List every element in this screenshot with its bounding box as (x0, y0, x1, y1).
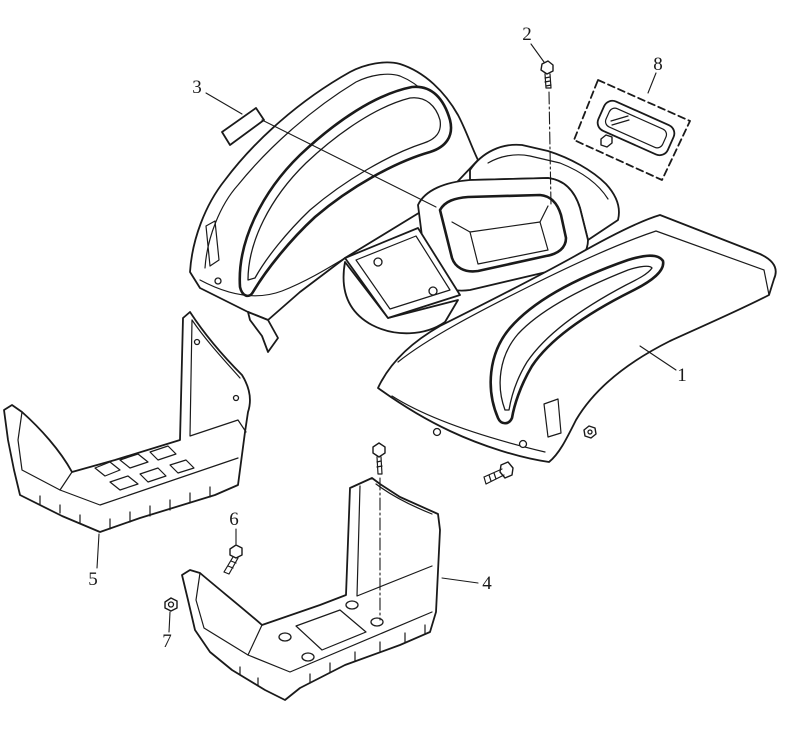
callout-2: 2 (522, 24, 532, 45)
left-fender-top-rim (204, 73, 449, 269)
bolt-head-icon (372, 442, 386, 458)
callout-3: 3 (192, 77, 202, 98)
bolt-shaft (223, 556, 239, 575)
center-basin (342, 261, 459, 335)
right-footrest-floor-hole (370, 617, 384, 627)
tread-block (109, 475, 139, 491)
right-fender-top-rim (397, 230, 770, 363)
right-fender-outline (377, 214, 777, 463)
left-fender-flap (247, 311, 279, 353)
right-footrest-front-lip (195, 572, 263, 656)
left-footrest-front-lip (17, 411, 73, 491)
right-footrest-raised-pad (295, 609, 367, 651)
left-fender-stripe-inner (247, 97, 442, 281)
decal-reference-line (261, 119, 437, 208)
callout-7: 7 (162, 631, 172, 652)
right-fender-mount-hole-left (432, 427, 442, 437)
bolt-2 (540, 60, 554, 89)
left-fender-side-notch (205, 220, 220, 267)
right-footrest-outline (181, 477, 441, 701)
storage-compartment-wall (451, 205, 549, 233)
tread-block (149, 445, 177, 461)
side-bolt (483, 461, 514, 485)
right-footrest-floor-hole (301, 652, 315, 662)
callout-1: 1 (677, 365, 687, 386)
leader-line-3 (205, 92, 243, 115)
decal-label (221, 107, 265, 146)
reflector-lens (604, 107, 668, 149)
leader-line-1 (639, 345, 677, 371)
callout-5: 5 (88, 569, 98, 590)
left-fender-mount-hole (214, 277, 222, 285)
storage-compartment-opening (438, 193, 568, 273)
callout-8: 8 (653, 54, 663, 75)
reflector-stud (610, 115, 630, 126)
bolt-6 (223, 544, 243, 575)
leader-line-7 (168, 611, 171, 633)
left-footrest-panel-hole (193, 338, 201, 346)
center-bolt (372, 442, 386, 475)
right-fender-side-notch (543, 398, 562, 438)
tread-block (119, 453, 149, 469)
rear-rack-ridge (487, 154, 609, 200)
left-footrest-panel-hole (232, 394, 240, 402)
rear-fender-assembly (189, 61, 777, 463)
right-footrest-bottom-ribs (239, 624, 426, 687)
left-footrest-bottom-ribs (39, 486, 211, 530)
nut-bore (587, 429, 593, 435)
deck-hole-left (373, 257, 383, 267)
leader-line-8 (647, 72, 657, 94)
storage-compartment-floor (469, 221, 549, 265)
leader-line-4 (441, 577, 479, 584)
reflector-nut-icon (600, 134, 613, 148)
right-footrest (181, 477, 441, 701)
right-footrest-floor-hole (278, 632, 292, 642)
leader-line-5 (96, 533, 100, 569)
bolt-head-icon (540, 60, 554, 75)
right-fender-mount-hole-right (518, 439, 528, 449)
bolt-head-icon (499, 461, 514, 479)
reflector-body (596, 99, 676, 157)
leader-line-2 (530, 43, 545, 63)
bolt-shaft (376, 456, 383, 475)
bolt-shaft (544, 73, 552, 89)
center-deck-frame (355, 235, 451, 310)
nut-7-bore (167, 601, 175, 608)
left-fender-bottom-rim (199, 257, 346, 297)
bolt-2-axis-line (548, 91, 552, 206)
tread-block (139, 467, 167, 483)
right-fender-stripe-outer (489, 254, 665, 425)
left-fender-stripe-outer (238, 85, 453, 298)
reflector-dashed-box (573, 79, 691, 181)
callout-6: 6 (229, 509, 239, 530)
bolt-head-icon (229, 544, 243, 559)
tread-block (169, 459, 195, 474)
left-footrest-panel-inner (189, 319, 247, 437)
left-footrest (3, 311, 251, 533)
tread-block (94, 461, 121, 477)
right-footrest-floor-edge (247, 611, 433, 673)
callout-4: 4 (482, 573, 492, 594)
left-footrest-floor-edge (59, 457, 239, 506)
reflector-assembly (573, 79, 691, 181)
bolt-shaft (483, 468, 505, 485)
left-footrest-outline (3, 311, 251, 533)
right-footrest-floor-hole (345, 600, 359, 610)
deck-hole-right (428, 286, 438, 296)
right-fender-stripe-inner (499, 265, 653, 411)
